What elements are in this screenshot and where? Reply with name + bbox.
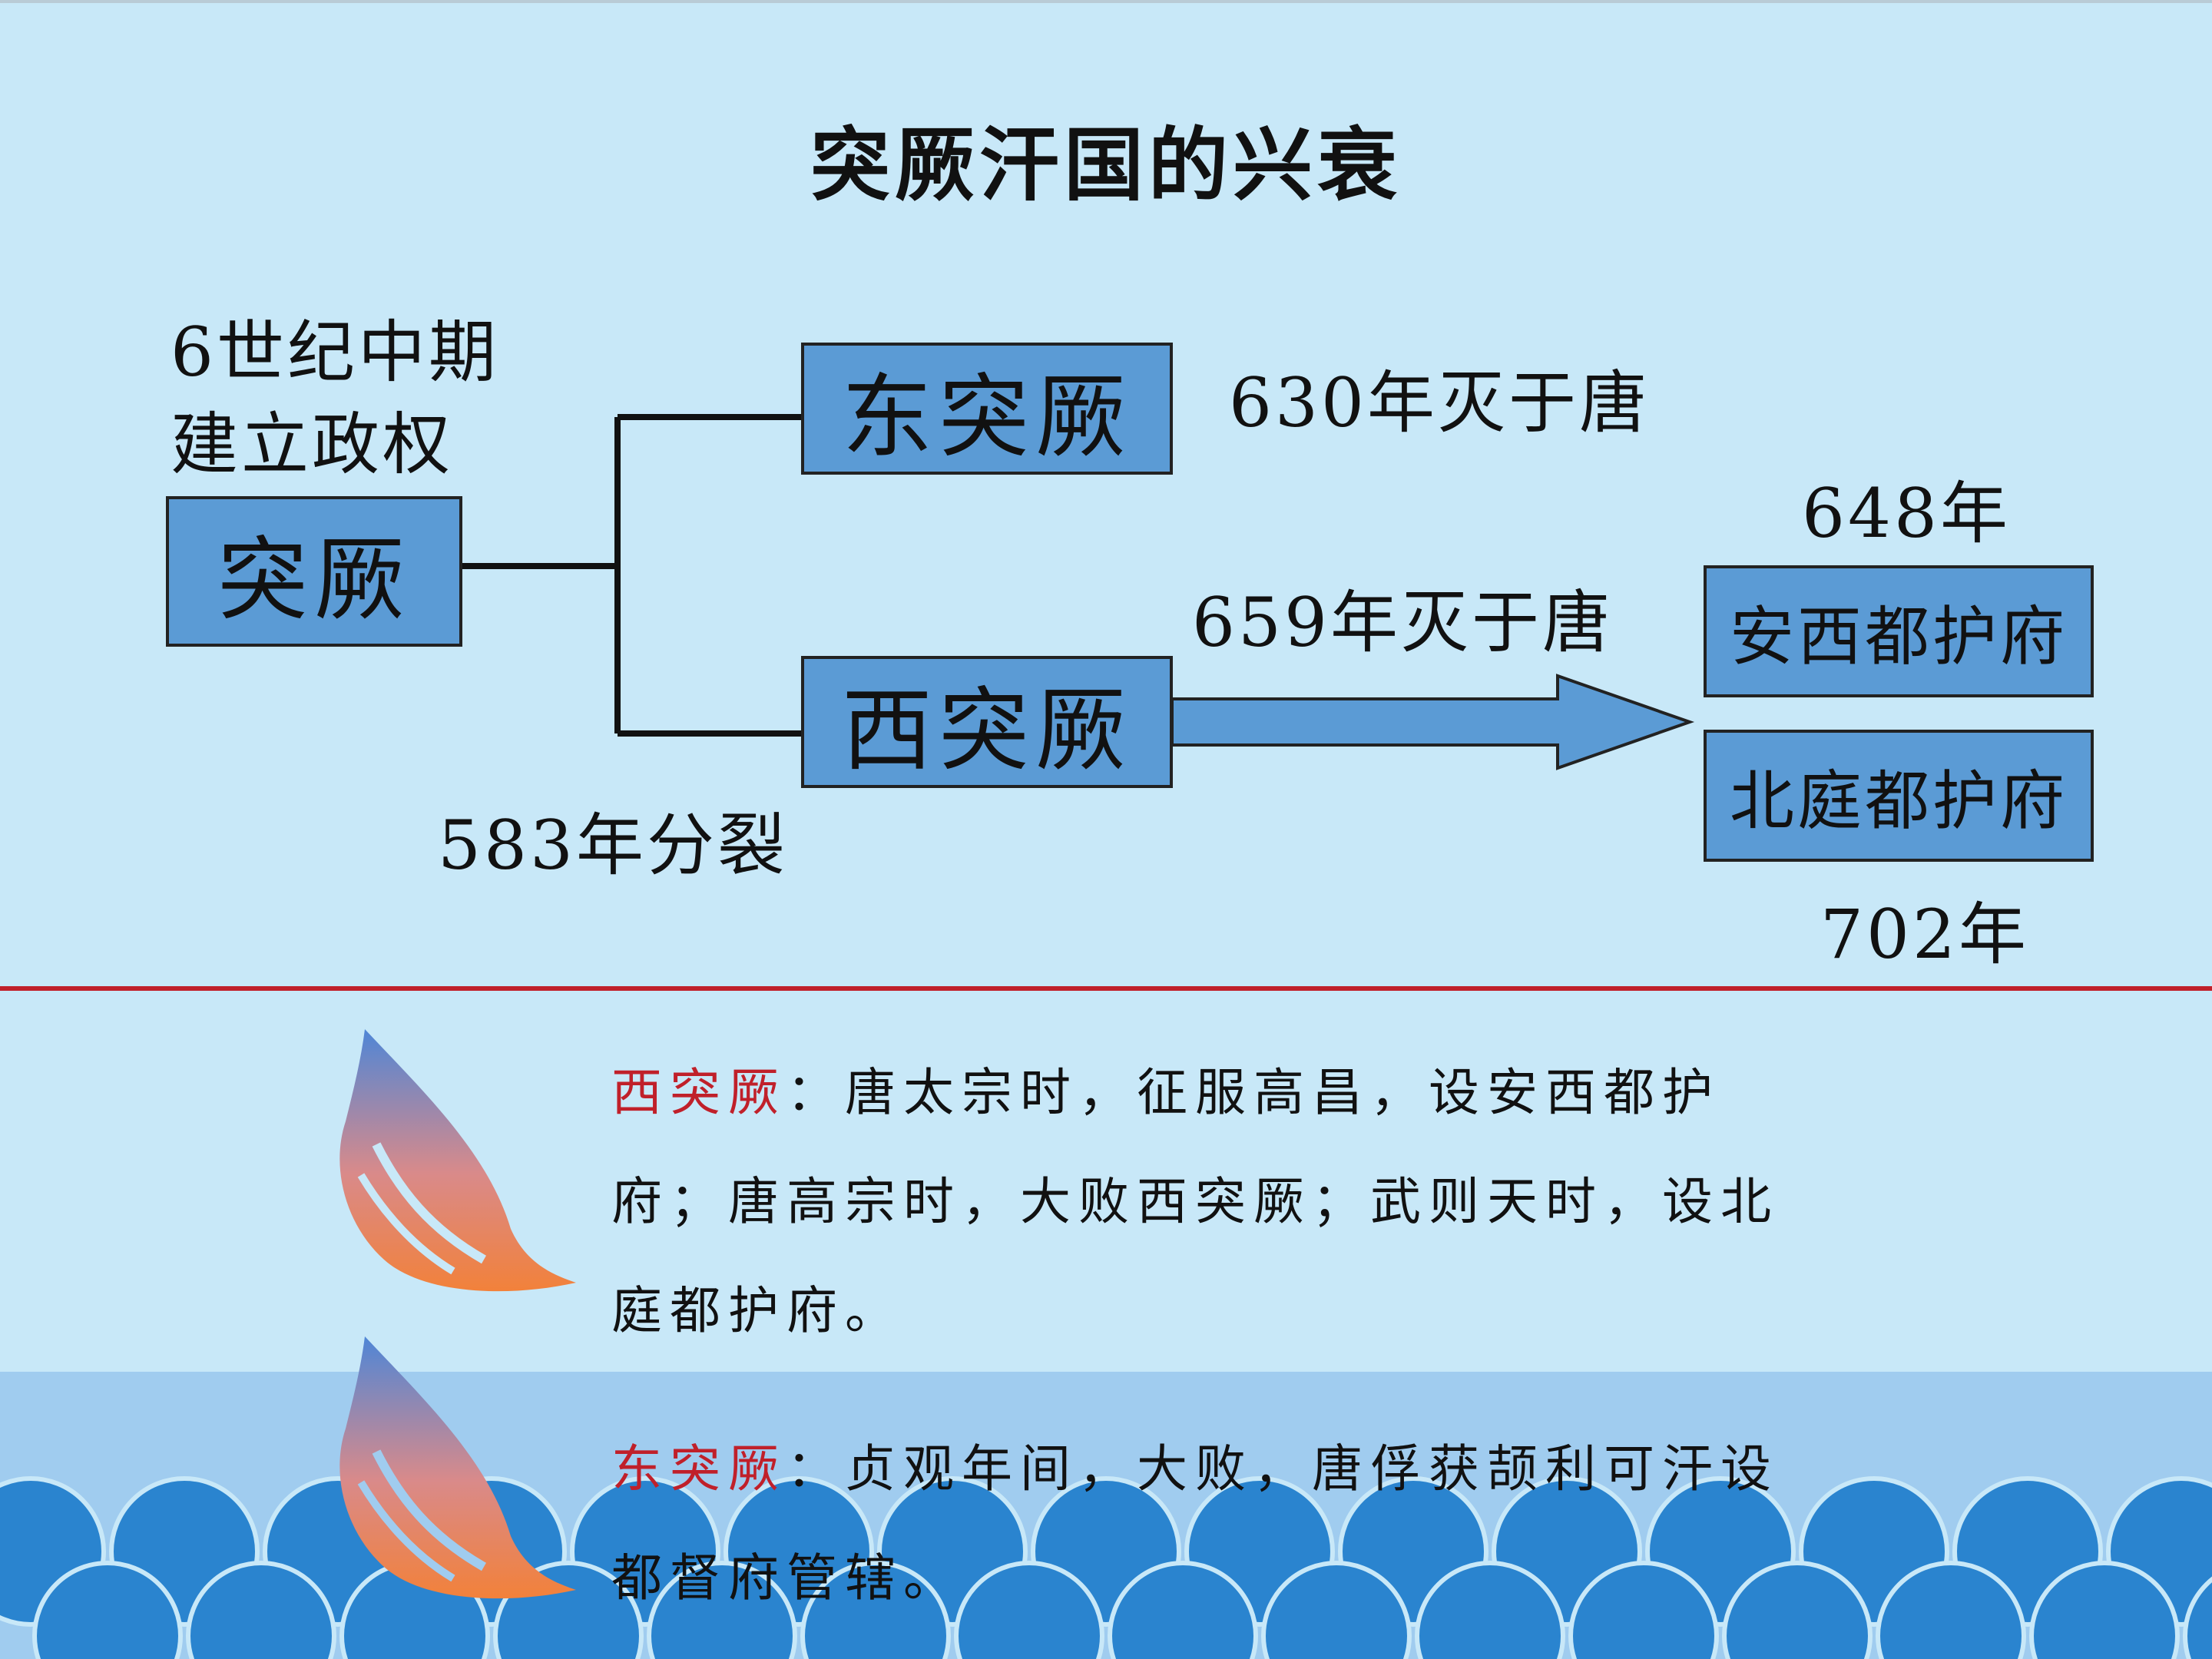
flame-leaf-icon (339, 1336, 576, 1599)
west-tujue-label: 西突厥 (841, 677, 1132, 783)
note-east-text: ：贞观年间，大败，唐俘获颉利可汗设都督府管辖。 (611, 1439, 1779, 1608)
note-west-highlight: 西突厥 (611, 1063, 786, 1122)
anxi-protectorate-label: 安西都护府 (1729, 598, 2068, 674)
bracket-lines (461, 414, 803, 737)
east-fate-label: 630年灭于唐 (1229, 363, 1650, 442)
east-tujue-label: 东突厥 (841, 363, 1132, 470)
wave-row-front (32, 1561, 2212, 1659)
note-west-tujue: 西突厥：唐太宗时，征服高昌，设安西都护府；唐高宗时，大败西突厥；武则天时，设北庭… (611, 1038, 1810, 1366)
note-east-tujue: 东突厥：贞观年间，大败，唐俘获颉利可汗设都督府管辖。 (611, 1415, 1810, 1633)
note-east-highlight: 东突厥 (611, 1439, 786, 1498)
west-fate-label: 659年灭于唐 (1192, 583, 1613, 662)
split-label: 583年分裂 (438, 806, 788, 885)
beiting-protectorate-label: 北庭都护府 (1729, 763, 2068, 839)
diagram-connectors (461, 414, 1695, 770)
red-divider-line (0, 986, 2212, 991)
top-border (0, 0, 2212, 3)
anxi-protectorate-box: 安西都护府 (1704, 565, 2094, 697)
origin-label-line1: 6世纪中期 (171, 313, 499, 392)
flame-leaf-icon (339, 1029, 576, 1292)
root-box-label: 突厥 (217, 526, 411, 633)
east-tujue-box: 东突厥 (801, 343, 1173, 475)
origin-label-line2: 建立政权 (171, 405, 454, 484)
west-to-protectorate-arrow (1171, 674, 1695, 770)
note-west-text: ：唐太宗时，征服高昌，设安西都护府；唐高宗时，大败西突厥；武则天时，设北庭都护府… (611, 1063, 1779, 1340)
root-box-tujue: 突厥 (166, 496, 462, 647)
beiting-year-label: 702年 (1820, 895, 2029, 974)
west-tujue-box: 西突厥 (801, 656, 1173, 788)
slide-title: 突厥汗国的兴衰 (810, 118, 1402, 212)
beiting-protectorate-box: 北庭都护府 (1704, 730, 2094, 862)
anxi-year-label: 648年 (1802, 474, 2011, 553)
